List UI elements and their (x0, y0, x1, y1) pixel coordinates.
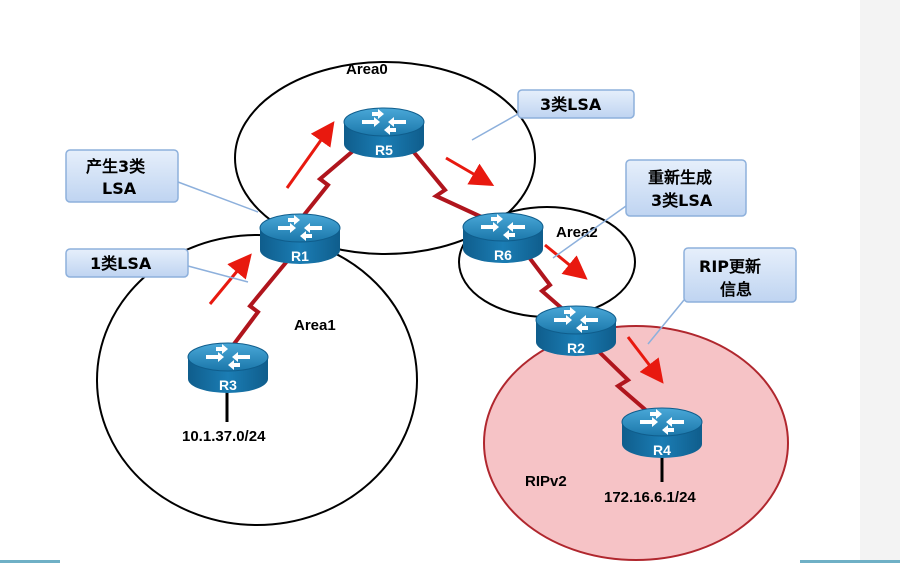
area1-boundary (96, 234, 418, 526)
area0-label: Area0 (346, 61, 388, 78)
callout-generate-type3-line2: LSA (102, 179, 137, 198)
area0-boundary (234, 61, 536, 255)
callout-rip-update: RIP更新 信息 (647, 247, 797, 345)
router-r2-label: R2 (567, 340, 585, 356)
router-r3-label: R3 (219, 377, 237, 393)
callout-type1-lsa: 1类LSA (65, 248, 249, 283)
area1-label: Area1 (294, 317, 336, 334)
lsa-arrow-r6-r2 (544, 243, 588, 280)
router-r5-label: R5 (375, 142, 393, 158)
router-r3[interactable]: R3 (187, 342, 269, 393)
callout-type3-lsa: 3类LSA (471, 89, 635, 141)
callout-regenerate-line1: 重新生成 (648, 168, 712, 187)
callout-rip-update-line2: 信息 (720, 280, 752, 299)
r4-network-label: 172.16.6.1/24 (604, 489, 696, 506)
area2-label: Area2 (556, 224, 598, 241)
router-arrows-icon (206, 344, 250, 370)
callout-generate-type3-line1: 产生3类 (86, 157, 146, 176)
right-side-strip (860, 0, 900, 563)
rip-arrow-r2-r4 (626, 336, 664, 384)
router-r4-label: R4 (653, 442, 671, 458)
link-r5-r6 (410, 148, 489, 222)
router-r4[interactable]: R4 (621, 407, 703, 458)
ripv2-label: RIPv2 (525, 473, 567, 490)
router-arrows-icon (554, 307, 598, 333)
callout-regenerate-line2: 3类LSA (651, 191, 713, 210)
link-r1-r5 (298, 143, 362, 222)
router-r5[interactable]: R5 (343, 107, 425, 158)
router-r2[interactable]: R2 (535, 305, 617, 356)
callout-generate-type3-lsa: 产生3类 LSA (65, 149, 259, 213)
router-arrows-icon (481, 214, 525, 240)
lsa-arrow-r5-r6 (445, 156, 495, 187)
callout-rip-update-line1: RIP更新 (699, 257, 761, 276)
router-r6[interactable]: R6 (462, 212, 544, 263)
bottom-accent-bar-left (0, 560, 60, 563)
callout-type1-lsa-text: 1类LSA (90, 254, 152, 273)
bottom-accent-bar-right (800, 560, 900, 563)
router-arrows-icon (362, 109, 406, 135)
r3-network-label: 10.1.37.0/24 (182, 428, 266, 445)
lsa-arrow-r1-r5 (285, 121, 335, 189)
link-r3-r1 (226, 252, 295, 354)
router-r1-label: R1 (291, 248, 309, 264)
link-r6-r2 (523, 250, 568, 314)
router-r6-label: R6 (494, 247, 512, 263)
router-arrows-icon (278, 215, 322, 241)
lsa-arrow-r3-r1 (208, 253, 252, 305)
link-r2-r4 (590, 343, 650, 414)
callout-regenerate-type3-lsa: 重新生成 3类LSA (552, 159, 747, 259)
router-r1[interactable]: R1 (259, 213, 341, 264)
router-arrows-icon (640, 409, 684, 435)
callout-type3-lsa-text: 3类LSA (540, 95, 602, 114)
